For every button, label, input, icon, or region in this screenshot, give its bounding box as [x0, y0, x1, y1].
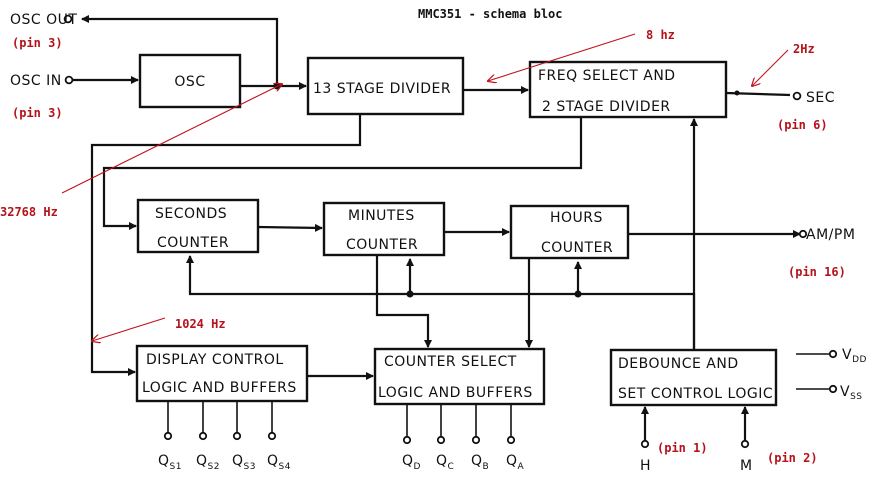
osc-block: OSC — [138, 53, 242, 109]
minutes-counter-block: MINUTES COUNTER — [322, 201, 446, 257]
display-control-block: DISPLAY CONTROL LOGIC AND BUFFERS — [135, 344, 309, 403]
pin-sec-note: (pin 6) — [777, 118, 828, 132]
minutes-counter-label-1: MINUTES — [348, 208, 415, 224]
hours-counter-block: HOURS COUNTER — [509, 204, 630, 260]
debounce-block: DEBOUNCE AND SET CONTROL LOGIC — [609, 348, 778, 407]
wire-freq-seconds — [102, 117, 583, 230]
osc-out-label: OSC OUT — [10, 12, 77, 28]
qc-label: QC — [436, 453, 454, 472]
seconds-counter-label-2: COUNTER — [157, 235, 229, 251]
junction-set-minutes — [406, 290, 414, 298]
qb-label: QB — [471, 453, 489, 472]
osc-in-terminal — [64, 75, 74, 85]
red-arrow-2hz — [752, 49, 789, 86]
qa-label: QA — [506, 453, 525, 472]
vdd-label: VDD — [842, 347, 867, 365]
qs3-label: QS3 — [232, 453, 256, 472]
junction-sec — [734, 90, 740, 96]
qd-label: QD — [402, 453, 421, 472]
seconds-counter-block: SECONDS COUNTER — [136, 198, 260, 254]
pin-osc-in-note: (pin 3) — [12, 106, 63, 120]
freq-select-block: FREQ SELECT AND 2 STAGE DIVIDER — [528, 60, 728, 119]
qs4-label: QS4 — [267, 453, 291, 472]
vss-label: VSS — [840, 384, 863, 402]
wire-osc-out — [81, 15, 279, 86]
debounce-label-2: SET CONTROL LOGIC — [618, 386, 773, 402]
freq-32768-note: 32768 Hz — [0, 205, 58, 219]
ampm-label: AM/PM — [806, 227, 855, 243]
diagram-title: MMC351 - schema bloc — [418, 7, 563, 21]
pin-ampm-note: (pin 16) — [788, 265, 846, 279]
pin-h-note: (pin 1) — [657, 441, 708, 455]
junction-set-hours — [574, 290, 582, 298]
seconds-counter-label-1: SECONDS — [155, 206, 227, 222]
stage-divider-label: 13 STAGE DIVIDER — [313, 81, 451, 97]
sec-label: SEC — [806, 90, 835, 106]
osc-in-label: OSC IN — [10, 73, 62, 89]
debounce-label-1: DEBOUNCE AND — [618, 356, 739, 372]
vss-terminal — [828, 384, 838, 394]
display-control-label-2: LOGIC AND BUFFERS — [142, 380, 297, 396]
h-input-label: H — [640, 458, 651, 474]
freq-1024-note: 1024 Hz — [175, 317, 226, 331]
counter-select-label-2: LOGIC AND BUFFERS — [378, 385, 533, 401]
qs2-label: QS2 — [196, 453, 220, 472]
display-output-pins — [163, 401, 277, 441]
qs1-label: QS1 — [158, 453, 182, 472]
wire-divider-display — [90, 114, 362, 376]
counter-select-block: COUNTER SELECT LOGIC AND BUFFERS — [373, 347, 546, 406]
select-output-pins — [402, 404, 516, 445]
vdd-terminal — [828, 349, 838, 359]
osc-label: OSC — [174, 74, 205, 90]
freq-2hz-note: 2Hz — [793, 42, 815, 56]
wire-seconds-minutes — [257, 223, 323, 232]
wire-set-bus — [186, 255, 696, 350]
debounce-input-pins — [640, 406, 750, 449]
red-arrow-32768 — [61, 84, 282, 194]
red-arrow-8hz — [488, 33, 636, 81]
wire-minutes-select — [375, 255, 432, 348]
hours-counter-label-2: COUNTER — [541, 240, 613, 256]
m-input-label: M — [740, 458, 753, 474]
display-control-label-1: DISPLAY CONTROL — [146, 352, 284, 368]
red-arrow-1024 — [92, 317, 166, 341]
osc-out-terminal — [63, 14, 73, 24]
freq-select-label-1: FREQ SELECT AND — [538, 68, 676, 84]
ampm-terminal — [798, 229, 808, 239]
sec-terminal — [792, 91, 802, 101]
stage-divider-block: 13 STAGE DIVIDER — [306, 56, 465, 116]
minutes-counter-label-2: COUNTER — [346, 237, 418, 253]
pin-m-note: (pin 2) — [767, 451, 818, 465]
freq-8hz-note: 8 hz — [646, 28, 675, 42]
pin-osc-out-note: (pin 3) — [12, 36, 63, 50]
hours-counter-label-1: HOURS — [550, 210, 603, 226]
counter-select-label-1: COUNTER SELECT — [384, 354, 517, 370]
freq-select-label-2: 2 STAGE DIVIDER — [542, 99, 671, 115]
